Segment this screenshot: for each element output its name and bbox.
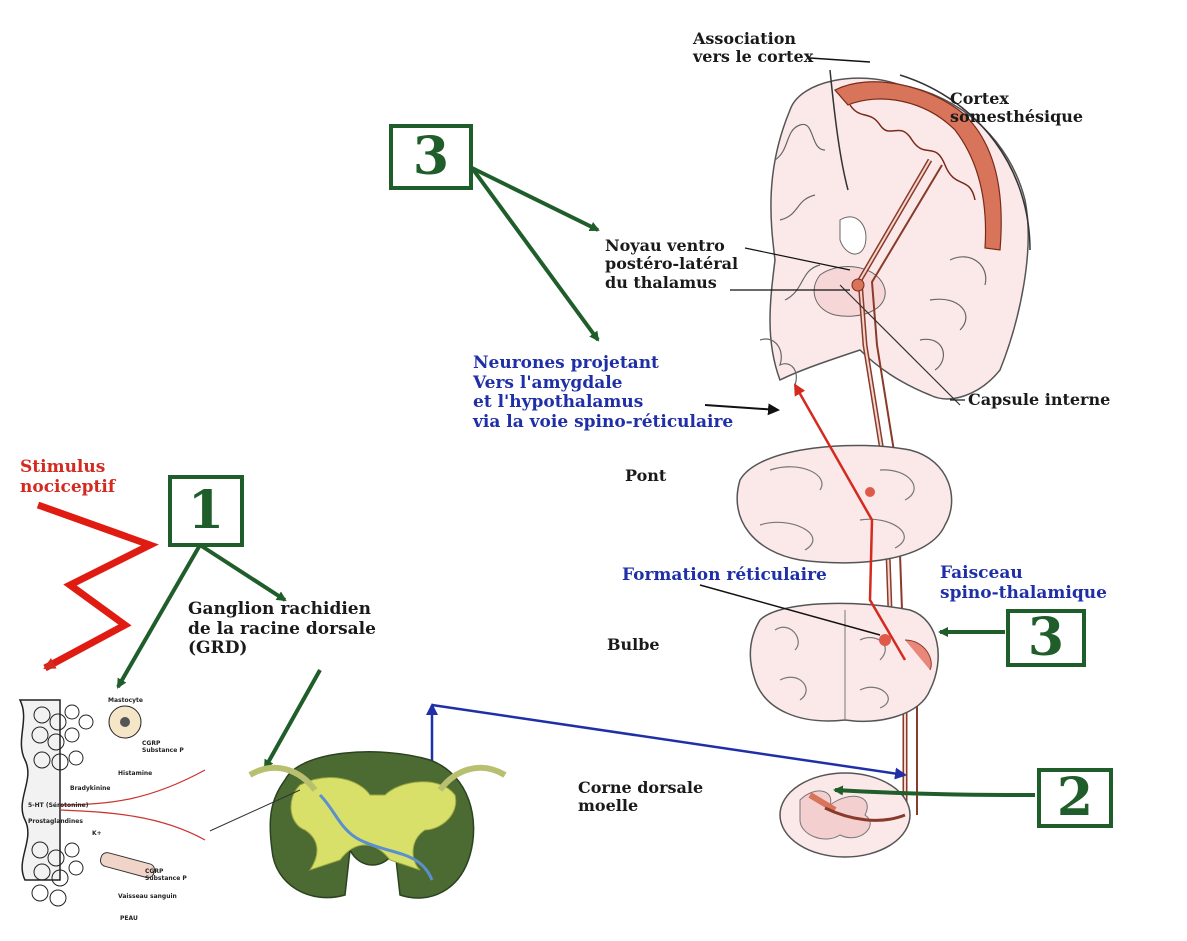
stimulus-lightning [38, 505, 150, 668]
step-box-3-top: 3 [389, 124, 473, 190]
pont-label: Pont [625, 467, 666, 485]
spinal-cord-large [190, 752, 505, 898]
bulbe-label: Bulbe [607, 636, 660, 654]
neurones-label: Neurones projetant Vers l'amygdale et l'… [473, 354, 733, 432]
inset-mastocyte: Mastocyte [108, 697, 143, 704]
noyau-label: Noyau ventro postéro-latéral du thalamus [605, 237, 738, 292]
skin-inset [10, 690, 210, 935]
medulla-section [750, 603, 938, 721]
pons-section [737, 445, 951, 562]
cortex-label: Cortex somesthésique [950, 90, 1083, 127]
step-box-1: 1 [168, 475, 244, 547]
stimulus-label: Stimulus nociceptif [20, 458, 115, 497]
inset-cgrp-1: CGRP Substance P [142, 740, 184, 754]
inset-k: K+ [92, 830, 102, 837]
association-label: Association vers le cortex [693, 30, 813, 67]
spinal-cord-section [780, 773, 910, 857]
inset-peau: PEAU [120, 915, 138, 922]
corne-label: Corne dorsale moelle [578, 779, 703, 816]
association-pointer [810, 58, 870, 62]
inset-vaisseau: Vaisseau sanguin [118, 893, 177, 900]
faisceau-label: Faisceau spino-thalamique [940, 564, 1107, 603]
step-box-2: 2 [1037, 768, 1113, 828]
step-box-3-mid: 3 [1006, 609, 1086, 667]
inset-histamine: Histamine [118, 770, 152, 777]
formation-label: Formation réticulaire [622, 566, 827, 586]
capsule-label: Capsule interne [968, 391, 1110, 409]
inset-cgrp-2: CGRP Substance P [145, 868, 187, 882]
inset-bradykinine: Bradykinine [70, 785, 111, 792]
inset-serotonine: 5-HT (Sérotonine) [28, 802, 88, 809]
inset-prostaglandines: Prostaglandines [28, 818, 83, 825]
ganglion-label: Ganglion rachidien de la racine dorsale … [188, 600, 376, 659]
